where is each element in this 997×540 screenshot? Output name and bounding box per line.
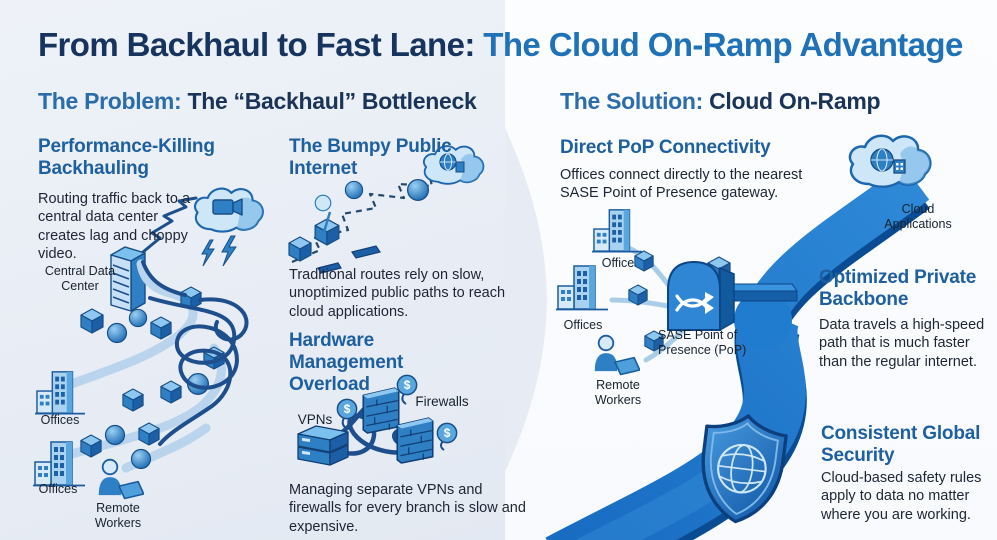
- speed-bump-icon: [351, 245, 381, 259]
- problem-section-heading: The Problem: The “Backhaul” Bottleneck: [38, 88, 477, 114]
- speed-bump-icon: [317, 262, 342, 274]
- remote-workers-label: Remote Workers: [94, 501, 142, 530]
- problem-item-heading: Performance-Killing Backhauling: [38, 136, 215, 180]
- cloud-applications-label: Cloud Applications: [884, 202, 952, 231]
- lightning-bolt-icon: [221, 235, 237, 267]
- problem-item-heading: The Bumpy Public Internet: [289, 136, 452, 180]
- tangled-cables: [141, 260, 249, 446]
- firewalls-label: Firewalls: [415, 394, 469, 409]
- solution-item-body: Data travels a high-speed path that is m…: [819, 317, 985, 370]
- remote-worker-icon: [593, 334, 640, 376]
- panel-divider-chevron: [505, 128, 547, 472]
- office-building-icon: [592, 208, 642, 253]
- page-title-highlight: The Cloud On-Ramp Advantage: [483, 26, 963, 63]
- offices-buildings-icon: [556, 265, 608, 311]
- offices-label: Offices: [38, 482, 78, 496]
- security-shield-icon: [701, 414, 788, 524]
- cost-coin-icon: [336, 398, 358, 420]
- cloud-applications-icon: [848, 134, 932, 189]
- cost-coin-icon: [436, 422, 458, 444]
- lightning-bolt-icon: [201, 239, 215, 267]
- central-data-center-label: Central Data Center: [44, 264, 116, 293]
- solution-item-heading: Optimized Private Backbone: [819, 267, 977, 311]
- data-packet-cube-icon: [628, 284, 648, 306]
- vpn-appliance-icon: [297, 425, 349, 466]
- problem-item-body: Managing separate VPNs and firewalls for…: [289, 482, 526, 535]
- solution-item-heading: Consistent Global Security: [821, 423, 981, 467]
- solution-section-heading: The Solution: Cloud On-Ramp: [560, 88, 881, 114]
- firewall-icon: [396, 417, 434, 464]
- offices-label: Offices: [563, 318, 603, 332]
- problem-item-body: Routing traffic back to a central data c…: [38, 191, 191, 262]
- page-title-prefix: From Backhaul to Fast Lane:: [38, 26, 484, 63]
- coin-string: [401, 393, 407, 405]
- problem-item-heading: Hardware Management Overload: [289, 330, 404, 396]
- remote-workers-label: Remote Workers: [594, 378, 642, 407]
- laggy-cloud-icon: [141, 187, 264, 267]
- sase-gateway-icon: [667, 260, 735, 332]
- problem-item-body: Traditional routes rely on slow, unoptim…: [289, 267, 506, 320]
- page-title: From Backhaul to Fast Lane: The Cloud On…: [38, 26, 963, 64]
- solution-item-body: Cloud-based safety rules apply to data n…: [821, 470, 982, 523]
- solution-item-body: Offices connect directly to the nearest …: [560, 167, 803, 202]
- offices-label: Offices: [40, 413, 80, 427]
- solution-item-heading: Direct PoP Connectivity: [560, 137, 771, 158]
- vpns-label: VPNs: [297, 412, 333, 427]
- office-label: Office: [601, 256, 635, 270]
- bumpy-internet-path: [288, 145, 485, 274]
- sase-pop-label: SASE Point of Presence (PoP): [658, 328, 747, 357]
